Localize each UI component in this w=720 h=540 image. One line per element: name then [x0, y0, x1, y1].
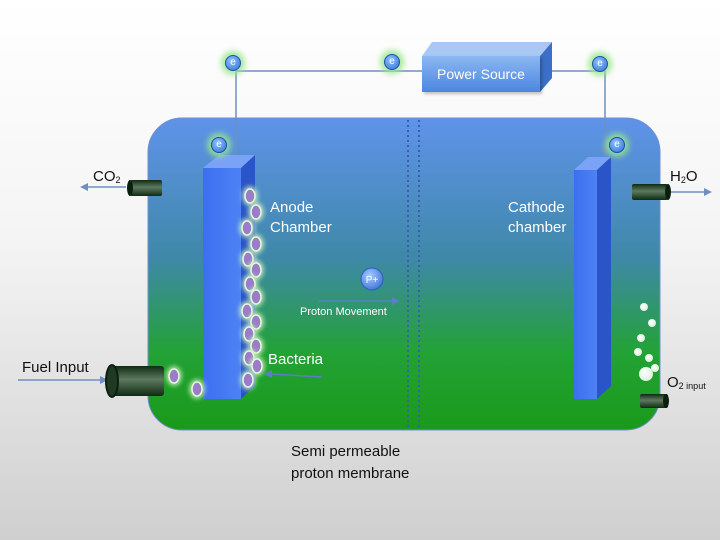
- bacterium: [242, 251, 254, 267]
- power-source: Power Source: [422, 56, 540, 92]
- bacterium: [168, 368, 180, 384]
- fuel-input-pipe: [105, 364, 164, 398]
- bacterium: [250, 204, 262, 220]
- co2-label-main: CO: [93, 168, 116, 185]
- co2-pipe: [127, 180, 162, 196]
- bacterium: [250, 289, 262, 305]
- h2o-pipe: [632, 184, 671, 200]
- h2o-label: H2O: [670, 168, 698, 185]
- membrane: [407, 120, 420, 428]
- bacterium: [191, 381, 203, 397]
- co2-label-sub: 2: [115, 175, 121, 185]
- wire-arrowhead: [600, 148, 610, 156]
- co2-output-arrow: [80, 183, 126, 191]
- electron-icon: e: [384, 54, 400, 70]
- o2-label-sub: 2 input: [678, 381, 706, 391]
- proton-icon: [360, 267, 384, 291]
- cathode-electrode: [574, 157, 611, 399]
- o2-input-label: O2 input: [667, 374, 706, 391]
- bacterium: [251, 358, 263, 374]
- bacterium: [250, 338, 262, 354]
- o2-input-pipe: [640, 394, 669, 408]
- bacteria-cluster: [166, 186, 265, 399]
- anode-label-line2: Chamber: [270, 219, 332, 236]
- power-source-side: [540, 42, 552, 92]
- anode-chamber-label: Anode Chamber: [270, 198, 332, 238]
- h2o-label-sub: 2: [680, 175, 686, 185]
- bacterium: [244, 188, 256, 204]
- cathode-chamber-label: Cathode chamber: [508, 198, 566, 238]
- proton-movement-label: Proton Movement: [300, 306, 387, 318]
- bacteria-pointer-arrow: [264, 370, 323, 378]
- oxygen-bubbles: [634, 303, 659, 381]
- cathode-label-line1: Cathode: [508, 199, 565, 216]
- anode-label-line1: Anode: [270, 199, 314, 216]
- electron-icon: e: [225, 55, 241, 71]
- h2o-label-tail: O: [685, 168, 698, 185]
- electron-icon: e: [211, 137, 227, 153]
- membrane-caption: Semi permeable proton membrane: [291, 441, 409, 485]
- fuel-input-label: Fuel Input: [22, 359, 89, 376]
- h2o-output-arrow: [668, 188, 712, 196]
- bacterium: [241, 220, 253, 236]
- power-source-top: [422, 42, 552, 56]
- bacterium: [250, 314, 262, 330]
- bacterium: [250, 262, 262, 278]
- circuit-wire: [235, 70, 606, 155]
- bacterium: [242, 372, 254, 388]
- membrane-caption-line1: Semi permeable: [291, 443, 401, 460]
- bacteria-label: Bacteria: [268, 351, 324, 368]
- electron-icon: e: [609, 137, 625, 153]
- electron-icon: e: [592, 56, 608, 72]
- fuel-input-arrow: [18, 376, 108, 384]
- bacterium: [250, 236, 262, 252]
- bacterium: [243, 326, 255, 342]
- co2-label: CO2: [93, 168, 121, 185]
- o2-label-main: O: [667, 374, 679, 391]
- proton-movement-arrow: [318, 297, 400, 305]
- cathode-label-line2: chamber: [508, 219, 567, 236]
- h2o-label-main: H: [670, 168, 681, 185]
- bacterium: [241, 303, 253, 319]
- membrane-caption-line2: proton membrane: [291, 465, 410, 482]
- tank: [147, 117, 661, 431]
- proton-symbol: P+: [366, 275, 379, 286]
